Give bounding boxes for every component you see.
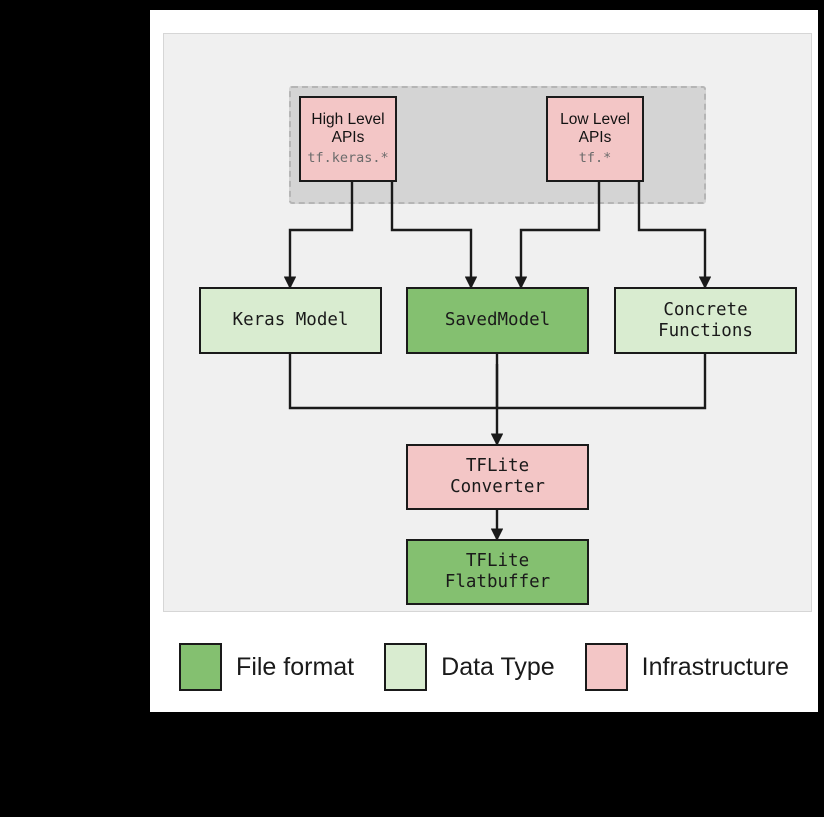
diagram-page: High Level APIs tf.keras.* Low Level API… [150,10,818,712]
tflite-converter-label-line2: Converter [450,477,545,497]
tflite-flatbuffer-label-line2: Flatbuffer [444,572,551,592]
node-concrete-functions[interactable]: Concrete Functions [614,287,797,354]
low-level-apis-subtitle: tf.* [578,150,612,167]
low-level-apis-title: Low Level APIs [560,110,630,147]
tflite-converter-label-line1: TFLite [465,456,530,477]
legend-label-file-format: File format [236,652,355,681]
legend-swatch-file-format [179,643,223,691]
legend-item-file-format: File format [179,643,384,691]
keras-model-label: Keras Model [232,310,349,331]
legend: File format Data Type Infrastructure [150,622,818,712]
node-saved-model[interactable]: SavedModel [406,287,589,354]
legend-item-data-type: Data Type [384,643,585,691]
legend-swatch-data-type [384,643,428,691]
node-keras-model[interactable]: Keras Model [199,287,382,354]
legend-label-infrastructure: Infrastructure [641,652,789,681]
saved-model-label: SavedModel [444,310,551,331]
high-level-apis-subtitle: tf.keras.* [307,150,389,167]
node-tflite-flatbuffer[interactable]: TFLite Flatbuffer [406,539,589,605]
diagram-panel: High Level APIs tf.keras.* Low Level API… [163,33,812,612]
node-tflite-converter[interactable]: TFLite Converter [406,444,589,510]
concrete-functions-label-line2: Functions [658,320,753,341]
legend-item-infrastructure: Infrastructure [584,643,789,691]
legend-swatch-infrastructure [584,643,628,691]
legend-label-data-type: Data Type [441,652,555,681]
node-low-level-apis[interactable]: Low Level APIs tf.* [546,96,644,182]
tflite-flatbuffer-label-line1: TFLite [465,551,530,572]
edge-models-bus [288,354,707,410]
concrete-functions-label-line1: Concrete [663,299,748,320]
node-high-level-apis[interactable]: High Level APIs tf.keras.* [299,96,397,182]
high-level-apis-title: High Level APIs [311,110,385,147]
